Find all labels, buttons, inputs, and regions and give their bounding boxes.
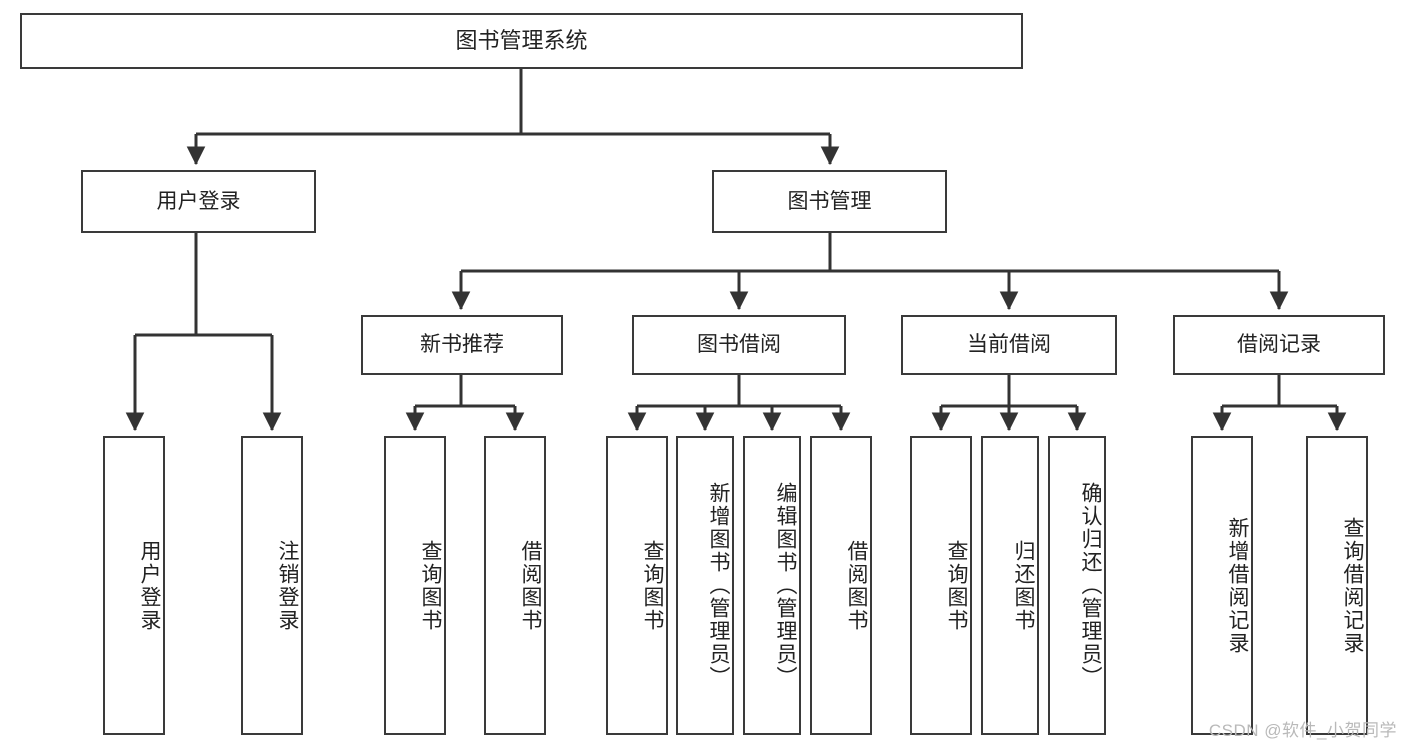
leaf-label: 查询借阅记录	[1341, 516, 1364, 655]
leaf-current-confirm-return-admin[interactable]: 确认归还（管理员）	[1048, 436, 1106, 735]
leaf-label: 注销登录	[276, 539, 299, 632]
leaf-label: 借阅图书	[845, 539, 868, 632]
leaf-label: 借阅图书	[519, 539, 542, 632]
leaf-user-login-signin[interactable]: 用户登录	[103, 436, 165, 735]
leaf-label: 归还图书	[1012, 539, 1035, 632]
leaf-label: 编辑图书（管理员）	[774, 482, 797, 689]
node-root-system[interactable]: 图书管理系统	[20, 13, 1023, 69]
leaf-new-book-query[interactable]: 查询图书	[384, 436, 446, 735]
leaf-label: 查询图书	[641, 539, 664, 632]
leaf-current-query-book[interactable]: 查询图书	[910, 436, 972, 735]
node-current-borrow[interactable]: 当前借阅	[901, 315, 1117, 375]
leaf-label: 确认归还（管理员）	[1079, 482, 1102, 689]
node-new-book-recommend[interactable]: 新书推荐	[361, 315, 563, 375]
leaf-borrow-query-book[interactable]: 查询图书	[606, 436, 668, 735]
leaf-label: 新增图书（管理员）	[707, 482, 730, 689]
leaf-records-query-record[interactable]: 查询借阅记录	[1306, 436, 1368, 735]
leaf-borrow-add-book-admin[interactable]: 新增图书（管理员）	[676, 436, 734, 735]
leaf-user-login-signout[interactable]: 注销登录	[241, 436, 303, 735]
node-book-borrow[interactable]: 图书借阅	[632, 315, 846, 375]
csdn-watermark: CSDN @软件_小贺同学	[1208, 721, 1397, 740]
leaf-new-book-borrow[interactable]: 借阅图书	[484, 436, 546, 735]
leaf-label: 查询图书	[945, 539, 968, 632]
node-book-management[interactable]: 图书管理	[712, 170, 947, 233]
node-borrow-records[interactable]: 借阅记录	[1173, 315, 1385, 375]
leaf-label: 用户登录	[138, 539, 161, 632]
leaf-label: 查询图书	[419, 539, 442, 632]
leaf-current-return-book[interactable]: 归还图书	[981, 436, 1039, 735]
node-user-login[interactable]: 用户登录	[81, 170, 316, 233]
leaf-borrow-edit-book-admin[interactable]: 编辑图书（管理员）	[743, 436, 801, 735]
leaf-records-add-record[interactable]: 新增借阅记录	[1191, 436, 1253, 735]
leaf-label: 新增借阅记录	[1226, 516, 1249, 655]
leaf-borrow-borrow-book[interactable]: 借阅图书	[810, 436, 872, 735]
